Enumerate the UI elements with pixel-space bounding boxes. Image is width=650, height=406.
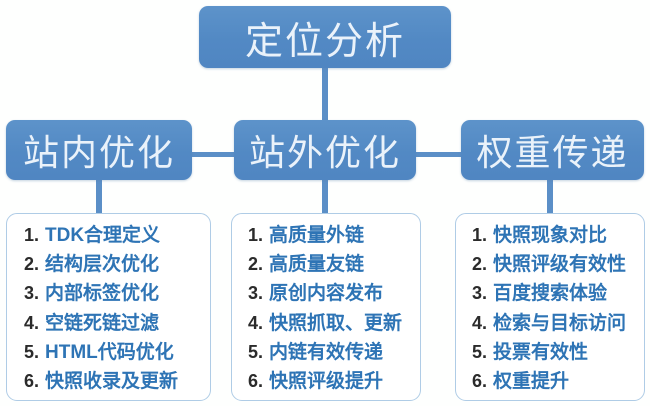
list-item-label: 原创内容发布 [269,283,384,305]
list-item: 6. 快照收录及更新 [13,371,204,392]
list-item-number: 4. [23,312,39,333]
list-item-number: 1. [23,225,39,245]
list-item: 2. 高质量友链 [238,254,414,275]
connector-root-vertical [322,66,328,124]
list-item: 4. 快照抓取、更新 [238,313,414,334]
list-item-label: 内部标签优化 [45,283,160,305]
list-item: 1. 高质量外链 [238,225,414,246]
list-item-label: 高质量友链 [269,254,365,276]
list-item-label: 结构层次优化 [45,254,160,276]
list-item-label: 投票有效性 [493,341,589,363]
list-item: 1. 快照现象对比 [462,225,638,246]
node-root[interactable]: 定位分析 [199,6,451,68]
list-item: 5. 投票有效性 [462,342,638,363]
connector-branch-horizontal-right [412,152,466,157]
node-branch-weight[interactable]: 权重传递 [461,120,644,180]
node-branch-onsite-label: 站内优化 [22,132,175,173]
node-root-label: 定位分析 [244,20,405,63]
list-item: 3. 内部标签优化 [13,283,204,304]
list-item-number: 4. [247,312,263,333]
list-card-offsite: 1. 高质量外链 2. 高质量友链 3. 原创内容发布 4. 快照抓取、更新 5… [231,213,421,401]
list-item-number: 6. [247,370,263,391]
list-item: 4. 空链死链过滤 [13,313,204,334]
list-card-onsite: 1. TDK合理定义 2. 结构层次优化 3. 内部标签优化 4. 空链死链过滤… [6,213,211,401]
list-item-label: 快照现象对比 [493,225,608,246]
list-item-number: 6. [23,370,39,391]
list-item-number: 1. [247,225,263,245]
list-item: 6. 快照评级提升 [238,371,414,392]
list-item-number: 2. [247,254,263,275]
list-item-label: TDK合理定义 [45,225,161,246]
list-item-number: 2. [471,254,487,275]
list-item-label: 内链有效传递 [269,341,384,363]
list-item-label: 快照抓取、更新 [269,312,403,334]
list-item-label: 快照评级有效性 [493,254,627,276]
list-item-label: 权重提升 [493,370,570,392]
list-item: 3. 原创内容发布 [238,283,414,304]
list-item-number: 2. [23,254,39,275]
list-item: 5. 内链有效传递 [238,342,414,363]
list-card-weight: 1. 快照现象对比 2. 快照评级有效性 3. 百度搜索体验 4. 检索与目标访… [455,213,645,401]
connector-onsite-vertical [96,178,102,216]
list-item-number: 6. [471,370,487,391]
node-branch-onsite[interactable]: 站内优化 [6,120,192,180]
connector-offsite-vertical [322,178,328,216]
list-item: 6. 权重提升 [462,371,638,392]
list-item-number: 5. [471,341,487,362]
list-item-label: 百度搜索体验 [493,283,608,305]
list-item-label: 检索与目标访问 [493,312,627,334]
list-item: 2. 结构层次优化 [13,254,204,275]
list-item-number: 5. [23,341,39,362]
list-item-label: 高质量外链 [269,225,365,246]
node-branch-offsite[interactable]: 站外优化 [234,120,416,180]
list-item-label: 空链死链过滤 [45,312,160,334]
list-item-number: 3. [247,283,263,304]
list-item-number: 3. [471,283,487,304]
list-item-number: 4. [471,312,487,333]
node-branch-weight-label: 权重传递 [476,132,629,173]
list-item-number: 3. [23,283,39,304]
list-item: 4. 检索与目标访问 [462,313,638,334]
connector-branch-horizontal-left [176,152,238,157]
list-item-label: HTML代码优化 [45,341,174,363]
list-item: 5. HTML代码优化 [13,342,204,363]
connector-weight-vertical [547,178,553,216]
list-item: 3. 百度搜索体验 [462,283,638,304]
list-item: 2. 快照评级有效性 [462,254,638,275]
list-item-number: 5. [247,341,263,362]
list-item-number: 1. [471,225,487,245]
node-branch-offsite-label: 站外优化 [248,132,401,173]
list-item-label: 快照收录及更新 [45,370,179,392]
list-item-label: 快照评级提升 [269,370,384,392]
list-item: 1. TDK合理定义 [13,225,204,246]
